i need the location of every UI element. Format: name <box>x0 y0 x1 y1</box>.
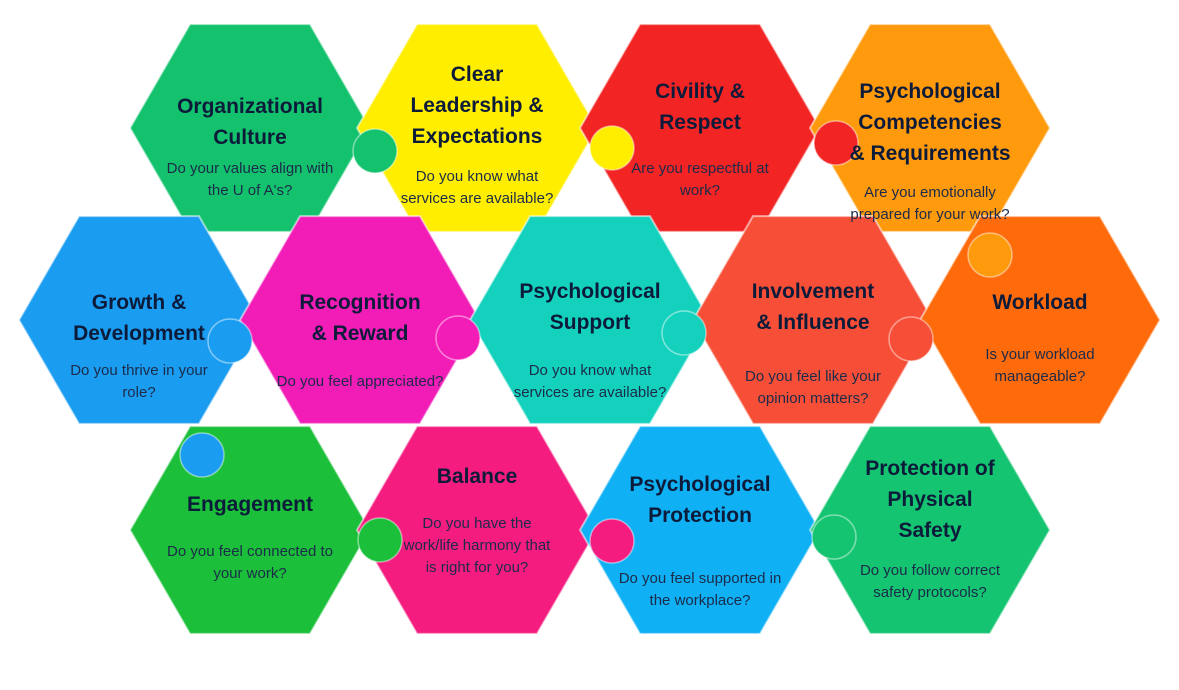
piece-text-engagement: Engagement Do you feel connected to your w… <box>167 493 333 582</box>
hex-shape-engagement <box>128 425 372 635</box>
piece-text-involvement-influence: Involvement & Influence Do you feel like y… <box>745 280 881 407</box>
puzzle-piece-psychological-protection <box>578 425 822 635</box>
piece-title: Expectations <box>412 125 543 148</box>
piece-question: opinion matters? <box>758 390 869 407</box>
piece-title: Competencies <box>858 111 1002 134</box>
piece-question: prepared for your work? <box>850 206 1009 223</box>
piece-question: Do you feel like your <box>745 368 881 385</box>
piece-title: Psychological <box>859 80 1000 103</box>
piece-title: Engagement <box>187 493 313 516</box>
puzzle-tab <box>811 514 857 560</box>
puzzle-tab <box>357 517 403 563</box>
piece-title: Safety <box>898 519 961 542</box>
piece-question: services are available? <box>401 190 554 207</box>
piece-title: Protection of <box>865 457 996 480</box>
piece-question: Are you emotionally <box>864 184 996 201</box>
puzzle-tab <box>967 232 1013 278</box>
piece-title: Workload <box>992 291 1087 314</box>
puzzle-piece-engagement <box>128 425 372 635</box>
piece-question: Do you follow correct <box>860 562 1001 579</box>
piece-title: Development <box>73 322 205 345</box>
puzzle-tab <box>888 316 934 362</box>
piece-title: & Influence <box>756 311 869 334</box>
piece-question: manageable? <box>995 368 1086 385</box>
piece-question: the U of A's? <box>208 182 293 199</box>
piece-title: Psychological <box>519 280 660 303</box>
piece-question: your work? <box>213 565 286 582</box>
piece-title: Clear <box>451 63 504 86</box>
puzzle-tab <box>661 310 707 356</box>
puzzle-tab <box>589 518 635 564</box>
piece-title: Organizational <box>177 95 323 118</box>
puzzle-piece-workload <box>918 215 1162 425</box>
puzzle-tab <box>352 128 398 174</box>
piece-text-balance: Balance Do you have the work/life harmony … <box>403 465 552 576</box>
piece-title: Involvement <box>752 280 875 303</box>
hex-shape-workload <box>918 215 1162 425</box>
piece-title: Physical <box>887 488 972 511</box>
piece-question: services are available? <box>514 384 667 401</box>
piece-question: Do you thrive in your <box>70 362 208 379</box>
piece-question: Do your values align with <box>167 160 334 177</box>
piece-title: Balance <box>437 465 518 488</box>
puzzle-piece-balance <box>355 425 599 635</box>
puzzle-piece-recognition-reward <box>238 215 482 425</box>
piece-title: Leadership & <box>410 94 543 117</box>
piece-title: Civility & <box>655 80 745 103</box>
puzzle-piece-growth-development <box>17 215 261 425</box>
piece-title: & Requirements <box>849 142 1010 165</box>
piece-title: Psychological <box>629 473 770 496</box>
piece-question: work? <box>679 182 720 199</box>
puzzle-tab <box>207 318 253 364</box>
puzzle-tab <box>179 432 225 478</box>
piece-title: Support <box>550 311 630 334</box>
puzzle-tab <box>589 125 635 171</box>
piece-question: work/life harmony that <box>403 537 552 554</box>
piece-text-workload: Workload Is your workload manageable? <box>985 291 1094 385</box>
piece-question: Are you respectful at <box>631 160 769 177</box>
piece-question: role? <box>122 384 155 401</box>
piece-question: Is your workload <box>985 346 1094 363</box>
piece-title: & Reward <box>312 322 409 345</box>
piece-question: Do you feel connected to <box>167 543 333 560</box>
puzzle-piece-protection-physical-safety <box>808 425 1052 635</box>
puzzle-tab <box>813 120 859 166</box>
piece-question: Do you know what <box>416 168 539 185</box>
piece-question: Do you feel supported in <box>619 570 782 587</box>
piece-question: Do you know what <box>529 362 652 379</box>
piece-title: Protection <box>648 504 752 527</box>
piece-question: the workplace? <box>650 592 751 609</box>
piece-question: safety protocols? <box>873 584 986 601</box>
piece-title: Culture <box>213 126 287 149</box>
hex-shape-protection-physical-safety <box>808 425 1052 635</box>
piece-title: Respect <box>659 111 741 134</box>
piece-title: Recognition <box>299 291 420 314</box>
piece-question: Do you have the <box>422 515 531 532</box>
piece-text-growth-development: Growth & Development Do you thrive in your… <box>70 291 208 401</box>
piece-title: Growth & <box>92 291 187 314</box>
piece-question: Do you feel appreciated? <box>277 373 444 390</box>
hex-shape-recognition-reward <box>238 215 482 425</box>
hex-shape-growth-development <box>17 215 261 425</box>
hex-shape-balance <box>355 425 599 635</box>
piece-text-recognition-reward: Recognition & Reward Do you feel appreciat… <box>277 291 444 390</box>
hex-shape-psychological-protection <box>578 425 822 635</box>
puzzle-tab <box>435 315 481 361</box>
piece-question: is right for you? <box>426 559 529 576</box>
